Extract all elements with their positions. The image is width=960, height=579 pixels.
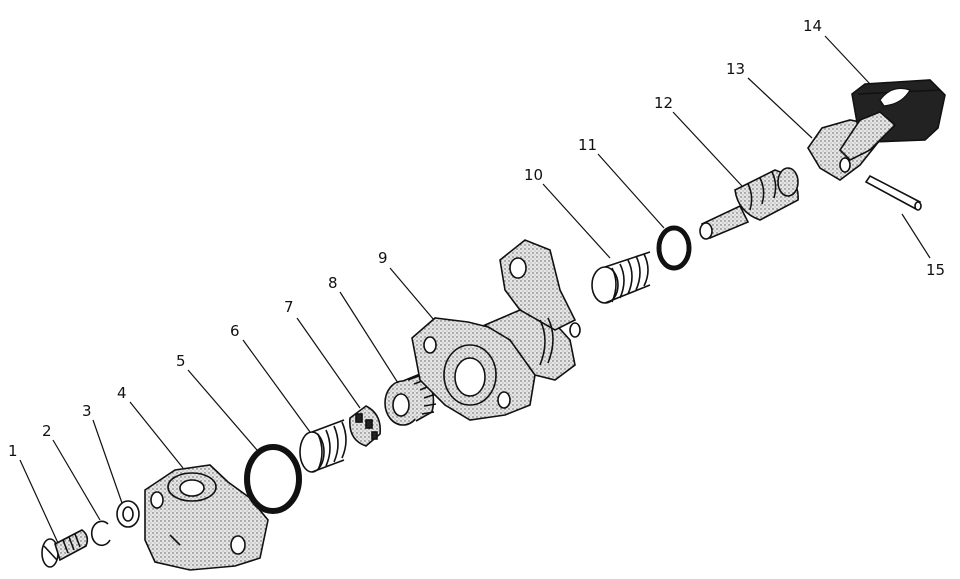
leader-lines bbox=[19, 35, 931, 544]
label-11: 11 bbox=[578, 136, 597, 154]
part-1-screw bbox=[41, 529, 89, 568]
part-5-o-ring bbox=[244, 444, 302, 514]
part-6-spring bbox=[299, 419, 347, 473]
label-14: 14 bbox=[803, 17, 822, 35]
label-12: 12 bbox=[654, 94, 673, 112]
label-7: 7 bbox=[284, 298, 294, 316]
part-12-plunger bbox=[699, 167, 799, 240]
label-5: 5 bbox=[176, 352, 186, 370]
label-1: 1 bbox=[8, 442, 18, 460]
label-2: 2 bbox=[42, 422, 52, 440]
part-10-spring bbox=[591, 251, 651, 304]
label-4: 4 bbox=[117, 384, 127, 402]
part-8-gear bbox=[384, 373, 437, 426]
label-3: 3 bbox=[82, 402, 92, 420]
label-15: 15 bbox=[926, 261, 945, 279]
part-14-handle bbox=[838, 79, 946, 161]
label-10: 10 bbox=[524, 166, 543, 184]
part-2-snap-ring bbox=[90, 520, 111, 547]
part-3-washer bbox=[116, 500, 140, 528]
label-6: 6 bbox=[230, 322, 240, 340]
label-13: 13 bbox=[726, 60, 745, 78]
part-15-pin bbox=[864, 174, 922, 211]
part-labels: 1 2 3 4 5 6 7 8 9 10 11 12 13 14 15 bbox=[8, 17, 945, 460]
part-9-valve-body bbox=[411, 239, 581, 421]
label-9: 9 bbox=[378, 249, 388, 267]
part-11-o-ring bbox=[656, 225, 692, 271]
label-8: 8 bbox=[328, 274, 338, 292]
part-4-housing-cap bbox=[144, 464, 269, 571]
part-7-retainer bbox=[349, 405, 382, 447]
